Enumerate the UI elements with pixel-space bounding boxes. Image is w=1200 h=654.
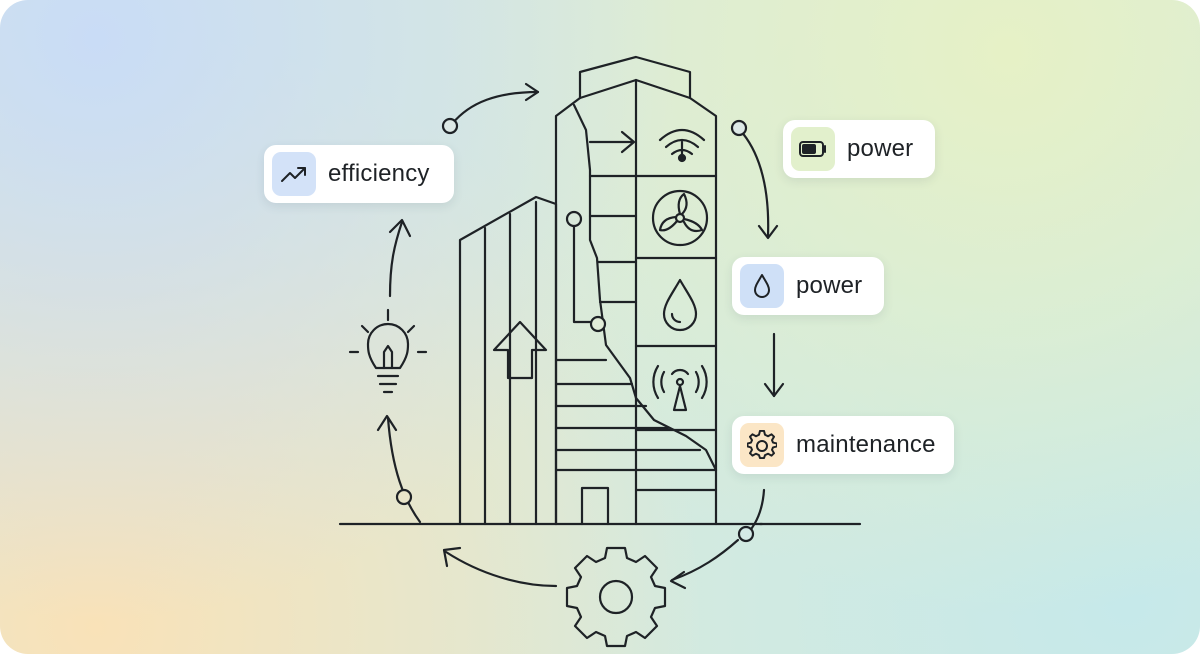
tall-building [554, 55, 718, 526]
gear-icon [747, 430, 777, 460]
trend-up-icon [281, 167, 306, 182]
power-battery-chip [791, 127, 835, 171]
lightbulb-icon [348, 308, 428, 394]
cog-icon [565, 546, 667, 648]
maintenance-card: maintenance [732, 416, 954, 474]
power-water-chip [740, 264, 784, 308]
efficiency-label: efficiency [328, 160, 430, 187]
maintenance-label: maintenance [796, 431, 936, 458]
power-water-label: power [796, 272, 863, 299]
cycle-arrows [376, 82, 785, 590]
antenna-icon [652, 364, 708, 412]
up-arrow-icon [492, 320, 548, 380]
efficiency-chip [272, 152, 316, 196]
water-drop-icon [662, 278, 698, 332]
battery-icon [799, 141, 826, 157]
left-building [458, 195, 558, 526]
fan-icon [651, 189, 709, 247]
power-water-card: power [732, 257, 884, 315]
water-drop-icon [754, 274, 770, 298]
power-battery-label: power [847, 135, 914, 162]
power-battery-card: power [783, 120, 935, 178]
efficiency-card: efficiency [264, 145, 454, 203]
wifi-icon [658, 128, 706, 163]
maintenance-chip [740, 423, 784, 467]
